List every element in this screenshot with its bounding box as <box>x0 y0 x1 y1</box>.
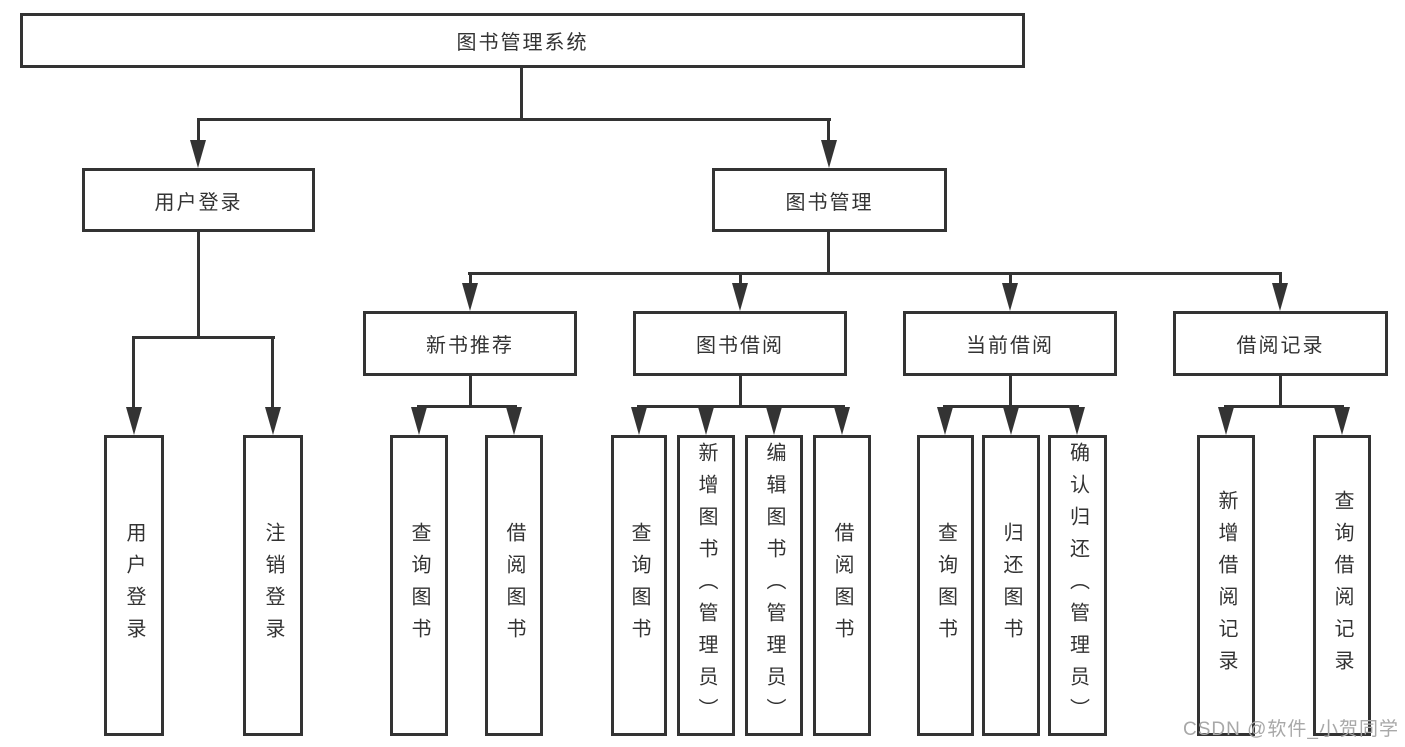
arrow-down-icon <box>1002 283 1018 311</box>
connector-line <box>1009 272 1012 286</box>
node-current-borrowing: 当前借阅 <box>903 311 1117 376</box>
arrow-down-icon <box>732 283 748 311</box>
leaf-edit-books-admin: 编辑图书（管理员） <box>745 435 803 736</box>
node-borrowing-records: 借阅记录 <box>1173 311 1388 376</box>
leaf-return-books: 归还图书 <box>982 435 1040 736</box>
leaf-label: 查询图书 <box>408 521 430 650</box>
leaf-label: 确认归还（管理员） <box>1066 441 1089 730</box>
arrow-down-icon <box>1218 407 1234 435</box>
leaf-label: 借阅图书 <box>503 521 525 650</box>
leaf-label: 借阅图书 <box>831 521 853 650</box>
arrow-down-icon <box>821 140 837 168</box>
connector-line <box>1224 405 1344 408</box>
connector-line <box>469 376 472 407</box>
connector-line <box>1279 272 1282 286</box>
arrow-down-icon <box>1334 407 1350 435</box>
connector-line <box>827 118 830 144</box>
leaf-label: 归还图书 <box>1000 521 1022 650</box>
arrow-down-icon <box>506 407 522 435</box>
leaf-query-borrow-record: 查询借阅记录 <box>1313 435 1371 736</box>
csdn-watermark: CSDN @软件_小贺同学 <box>1183 719 1399 740</box>
connector-line <box>197 118 831 121</box>
arrow-down-icon <box>937 407 953 435</box>
leaf-confirm-return-admin: 确认归还（管理员） <box>1048 435 1107 736</box>
leaf-query-books-recommend: 查询图书 <box>390 435 448 736</box>
leaf-label: 查询借阅记录 <box>1331 489 1353 682</box>
arrow-down-icon <box>1069 407 1085 435</box>
connector-line <box>739 272 742 286</box>
connector-line <box>271 336 274 412</box>
node-book-management: 图书管理 <box>712 168 947 232</box>
arrow-down-icon <box>1003 407 1019 435</box>
leaf-query-books-borrowing: 查询图书 <box>611 435 667 736</box>
leaf-user-login: 用户登录 <box>104 435 164 736</box>
node-label: 图书借阅 <box>696 335 784 357</box>
node-user-login: 用户登录 <box>82 168 315 232</box>
arrow-down-icon <box>462 283 478 311</box>
leaf-borrow-books-recommend: 借阅图书 <box>485 435 543 736</box>
node-label: 新书推荐 <box>426 335 514 357</box>
leaf-label: 查询图书 <box>934 521 957 650</box>
node-library-management-system: 图书管理系统 <box>20 13 1025 68</box>
arrow-down-icon <box>411 407 427 435</box>
leaf-add-books-admin: 新增图书（管理员） <box>677 435 735 736</box>
leaf-label: 注销登录 <box>262 521 284 650</box>
arrow-down-icon <box>190 140 206 168</box>
arrow-down-icon <box>126 407 142 435</box>
leaf-add-borrow-record: 新增借阅记录 <box>1197 435 1255 736</box>
connector-line <box>827 232 830 275</box>
node-label: 借阅记录 <box>1236 335 1325 357</box>
connector-line <box>132 336 135 412</box>
leaf-logout: 注销登录 <box>243 435 303 736</box>
leaf-label: 新增图书（管理员） <box>695 441 717 730</box>
connector-line <box>417 405 517 408</box>
connector-line <box>469 272 472 286</box>
connector-line <box>1009 376 1012 407</box>
arrow-down-icon <box>834 407 850 435</box>
arrow-down-icon <box>698 407 714 435</box>
connector-line <box>468 272 1282 275</box>
node-label: 当前借阅 <box>966 335 1054 357</box>
connector-line <box>197 118 200 144</box>
arrow-down-icon <box>1272 283 1288 311</box>
leaf-query-books-current: 查询图书 <box>917 435 974 736</box>
node-new-book-recommend: 新书推荐 <box>363 311 577 376</box>
connector-line <box>132 336 275 339</box>
node-label: 图书管理 <box>785 191 874 214</box>
connector-line <box>943 405 1079 408</box>
node-label: 用户登录 <box>154 191 243 214</box>
connector-line <box>197 232 200 339</box>
connector-line <box>637 405 845 408</box>
leaf-label: 新增借阅记录 <box>1215 489 1237 682</box>
arrow-down-icon <box>265 407 281 435</box>
leaf-label: 用户登录 <box>123 521 145 650</box>
arrow-down-icon <box>631 407 647 435</box>
leaf-label: 查询图书 <box>628 521 650 650</box>
connector-line <box>520 68 523 121</box>
arrow-down-icon <box>766 407 782 435</box>
connector-line <box>1279 376 1282 407</box>
leaf-label: 编辑图书（管理员） <box>763 441 785 730</box>
node-label: 图书管理系统 <box>456 32 589 54</box>
connector-line <box>739 376 742 407</box>
node-book-borrowing: 图书借阅 <box>633 311 847 376</box>
leaf-borrow-books-borrowing: 借阅图书 <box>813 435 871 736</box>
